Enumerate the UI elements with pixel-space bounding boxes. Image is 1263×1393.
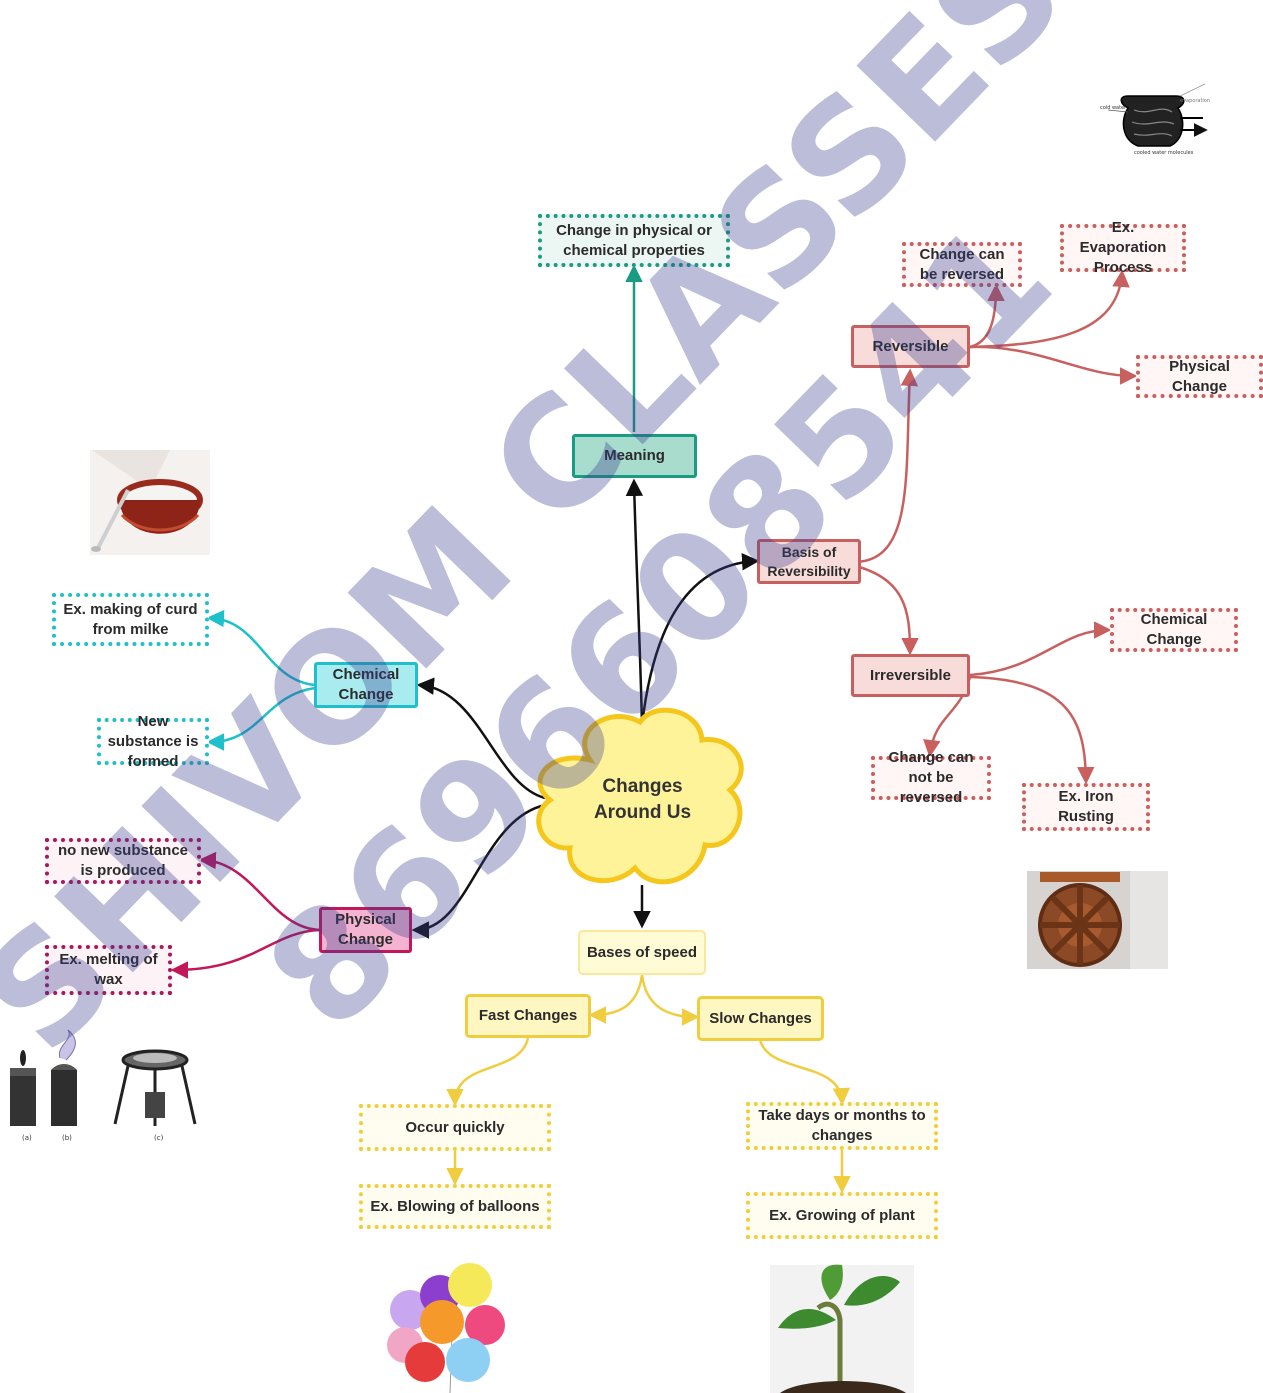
slow-example-node[interactable]: Ex. Growing of plant — [746, 1192, 938, 1239]
edge-reversible-type — [969, 345, 1138, 385]
reversible-type-text: Physical Change — [1169, 357, 1230, 395]
chemical-example-node[interactable]: Ex. making of curd from milke — [52, 593, 209, 646]
plant-illustration — [770, 1264, 914, 1393]
slow-changes-node[interactable]: Slow Changes — [697, 996, 824, 1041]
meaning-label: Meaning — [604, 447, 665, 464]
reversible-detail-text: Change can be reversed — [919, 245, 1005, 283]
physical-change-label: Physical Change — [335, 911, 396, 948]
edge-basis-reversible — [855, 368, 919, 564]
pot-label-evap: evaporation — [1180, 98, 1210, 104]
irreversible-label: Irreversible — [870, 666, 951, 684]
edge-reversible-detail — [969, 283, 1005, 349]
chemical-change-node[interactable]: Chemical Change — [314, 662, 418, 708]
edge-chemical-detail — [206, 686, 316, 751]
reversible-node[interactable]: Reversible — [851, 325, 970, 368]
edge-slow-detail — [758, 1039, 851, 1106]
edge-basis-irreversible — [855, 564, 919, 656]
center-cloud-shape — [536, 707, 744, 885]
meaning-definition-node[interactable]: Change in physical or chemical propertie… — [538, 214, 730, 267]
chemical-example-text: Ex. making of curd from milke — [63, 600, 198, 638]
slow-detail-text: Take days or months to changes — [758, 1107, 926, 1144]
candle-label-c: (c) — [154, 1134, 164, 1142]
pot-illustration: cold water evaporation cooled water mole… — [1100, 83, 1210, 156]
fast-example-node[interactable]: Ex. Blowing of balloons — [359, 1184, 551, 1229]
physical-change-node[interactable]: Physical Change — [319, 907, 412, 953]
edge-speed-slow — [640, 974, 700, 1026]
irreversible-example-text: Ex. Iron Rusting — [1058, 788, 1114, 825]
chemical-detail-node[interactable]: New substance is formed — [97, 713, 209, 770]
chemical-detail-text: New substance is formed — [107, 712, 199, 770]
meaning-definition-text: Change in physical or chemical propertie… — [556, 221, 712, 259]
balloons-illustration — [387, 1263, 505, 1393]
meaning-node[interactable]: Meaning — [572, 434, 697, 478]
irreversible-node[interactable]: Irreversible — [851, 654, 970, 697]
irreversible-detail-text: Change can not be reversed — [888, 749, 974, 806]
slow-changes-label: Slow Changes — [709, 1009, 812, 1027]
candles-illustration: (a) (b) (c) — [10, 1029, 197, 1142]
fast-example-text: Ex. Blowing of balloons — [370, 1197, 540, 1215]
reversible-example-node[interactable]: Ex. Evaporation Process — [1060, 219, 1186, 276]
edge-center-reversibility — [640, 553, 760, 726]
reversibility-node[interactable]: Basis of Reversibility — [757, 539, 861, 584]
physical-detail-node[interactable]: no new substance is produced — [45, 838, 201, 884]
edge-fast-detail — [446, 1037, 530, 1107]
edge-physical-detail — [198, 851, 321, 932]
center-line-2: Around Us — [593, 802, 692, 823]
reversible-example-text: Ex. Evaporation Process — [1079, 219, 1167, 276]
chemical-change-label: Chemical Change — [332, 666, 400, 703]
reversibility-label: Basis of Reversibility — [767, 543, 851, 579]
candle-label-b: (b) — [62, 1134, 72, 1142]
physical-detail-text: no new substance is produced — [57, 842, 189, 879]
reversible-type-node[interactable]: Physical Change — [1136, 355, 1263, 398]
edge-speed-fast — [588, 974, 644, 1024]
curd-bowl-illustration — [90, 450, 210, 555]
irreversible-detail-node[interactable]: Change can not be reversed — [871, 749, 991, 806]
edge-center-physical — [411, 803, 546, 939]
center-line-1: Changes — [602, 776, 683, 797]
slow-example-text: Ex. Growing of plant — [769, 1206, 915, 1224]
irreversible-type-node[interactable]: Chemical Change — [1110, 608, 1238, 652]
pot-label-cooled: cooled water molecules — [1134, 150, 1194, 156]
fast-changes-node[interactable]: Fast Changes — [465, 994, 591, 1038]
reversible-detail-node[interactable]: Change can be reversed — [902, 242, 1022, 287]
center-node[interactable]: Changes Around Us — [565, 765, 720, 835]
edge-physical-example — [170, 928, 321, 979]
reversible-label: Reversible — [872, 337, 949, 355]
irreversible-type-text: Chemical Change — [1140, 611, 1208, 648]
candle-label-a: (a) — [22, 1134, 32, 1142]
physical-example-node[interactable]: Ex. melting of wax — [45, 945, 172, 995]
edge-center-meaning — [625, 478, 644, 726]
slow-detail-node[interactable]: Take days or months to changes — [746, 1102, 938, 1150]
irreversible-example-node[interactable]: Ex. Iron Rusting — [1022, 783, 1150, 831]
fast-changes-label: Fast Changes — [478, 1007, 578, 1024]
fast-detail-text: Occur quickly — [405, 1118, 505, 1136]
physical-example-text: Ex. melting of wax — [59, 951, 158, 988]
edge-center-chemical — [416, 677, 546, 800]
edge-reversible-example — [969, 269, 1130, 349]
edge-irreversible-example — [969, 675, 1095, 785]
speed-node[interactable]: Bases of speed — [578, 930, 706, 975]
fast-detail-node[interactable]: Occur quickly — [359, 1104, 551, 1151]
edge-irreversible-type — [969, 621, 1112, 677]
edge-chemical-example — [206, 609, 316, 687]
speed-label: Bases of speed — [586, 943, 698, 961]
pot-label-cold: cold water — [1100, 105, 1127, 111]
rusty-gears-illustration — [1027, 871, 1168, 969]
